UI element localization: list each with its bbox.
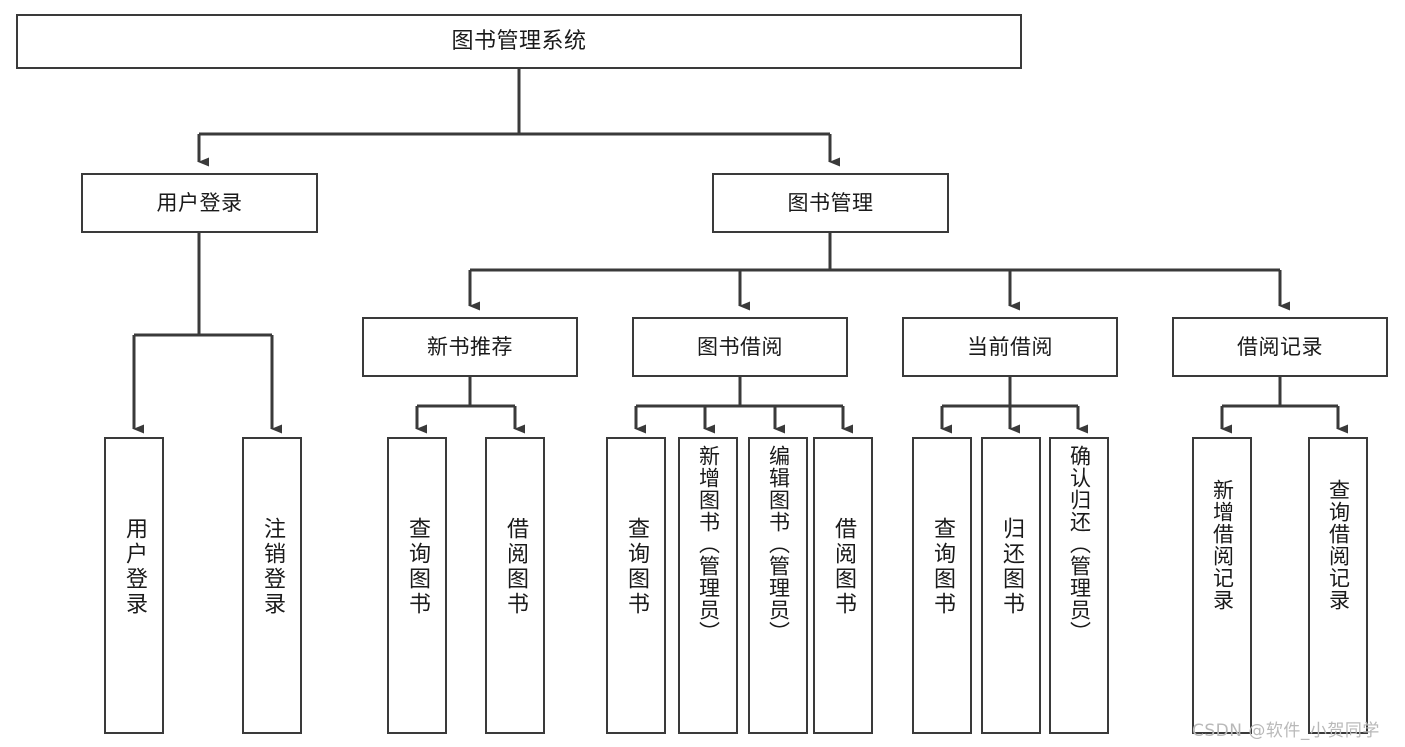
node-label: 图书借阅: [697, 334, 783, 359]
leaf-book-borrow-edit-book-admin[interactable]: 编辑图书（管理员）: [748, 437, 808, 734]
leaf-book-borrow-add-book-admin[interactable]: 新增图书（管理员）: [678, 437, 738, 734]
leaf-book-borrow-borrow-book[interactable]: 借阅图书: [813, 437, 873, 734]
node-label: 查询图书: [930, 517, 955, 617]
node-label: 新书推荐: [427, 334, 513, 359]
node-label: 新增借阅记录: [1210, 479, 1235, 611]
leaf-user-login-logout[interactable]: 注销登录: [242, 437, 302, 734]
leaf-borrow-record-query-record[interactable]: 查询借阅记录: [1308, 437, 1368, 734]
node-borrow-record[interactable]: 借阅记录: [1172, 317, 1388, 377]
leaf-book-borrow-query-book[interactable]: 查询图书: [606, 437, 666, 734]
csdn-watermark: CSDN @软件_小贺同学: [1192, 721, 1380, 741]
node-label: 编辑图书（管理员）: [766, 445, 791, 643]
node-label: 新增图书（管理员）: [696, 445, 721, 643]
leaf-new-book-borrow-book[interactable]: 借阅图书: [485, 437, 545, 734]
leaf-user-login-login[interactable]: 用户登录: [104, 437, 164, 734]
node-root-book-management-system[interactable]: 图书管理系统: [16, 14, 1022, 69]
node-label: 借阅图书: [831, 517, 856, 617]
node-user-login[interactable]: 用户登录: [81, 173, 318, 233]
node-label: 归还图书: [999, 517, 1024, 617]
leaf-current-borrow-query-book[interactable]: 查询图书: [912, 437, 972, 734]
node-book-management[interactable]: 图书管理: [712, 173, 949, 233]
node-label: 图书管理: [787, 190, 874, 215]
node-label: 图书管理系统: [451, 28, 587, 54]
leaf-current-borrow-return-book[interactable]: 归还图书: [981, 437, 1041, 734]
node-book-borrow[interactable]: 图书借阅: [632, 317, 848, 377]
node-new-book-recommend[interactable]: 新书推荐: [362, 317, 578, 377]
leaf-new-book-query-book[interactable]: 查询图书: [387, 437, 447, 734]
node-current-borrow[interactable]: 当前借阅: [902, 317, 1118, 377]
leaf-borrow-record-add-record[interactable]: 新增借阅记录: [1192, 437, 1252, 734]
node-label: 借阅记录: [1237, 334, 1323, 359]
node-label: 当前借阅: [967, 334, 1053, 359]
node-label: 借阅图书: [503, 517, 528, 617]
node-label: 查询图书: [405, 517, 430, 617]
node-label: 查询图书: [624, 517, 649, 617]
leaf-current-borrow-confirm-return-admin[interactable]: 确认归还（管理员）: [1049, 437, 1109, 734]
node-label: 用户登录: [156, 190, 243, 215]
node-label: 确认归还（管理员）: [1067, 445, 1092, 643]
node-label: 用户登录: [122, 517, 147, 617]
node-label: 查询借阅记录: [1326, 479, 1351, 611]
node-label: 注销登录: [260, 517, 285, 617]
